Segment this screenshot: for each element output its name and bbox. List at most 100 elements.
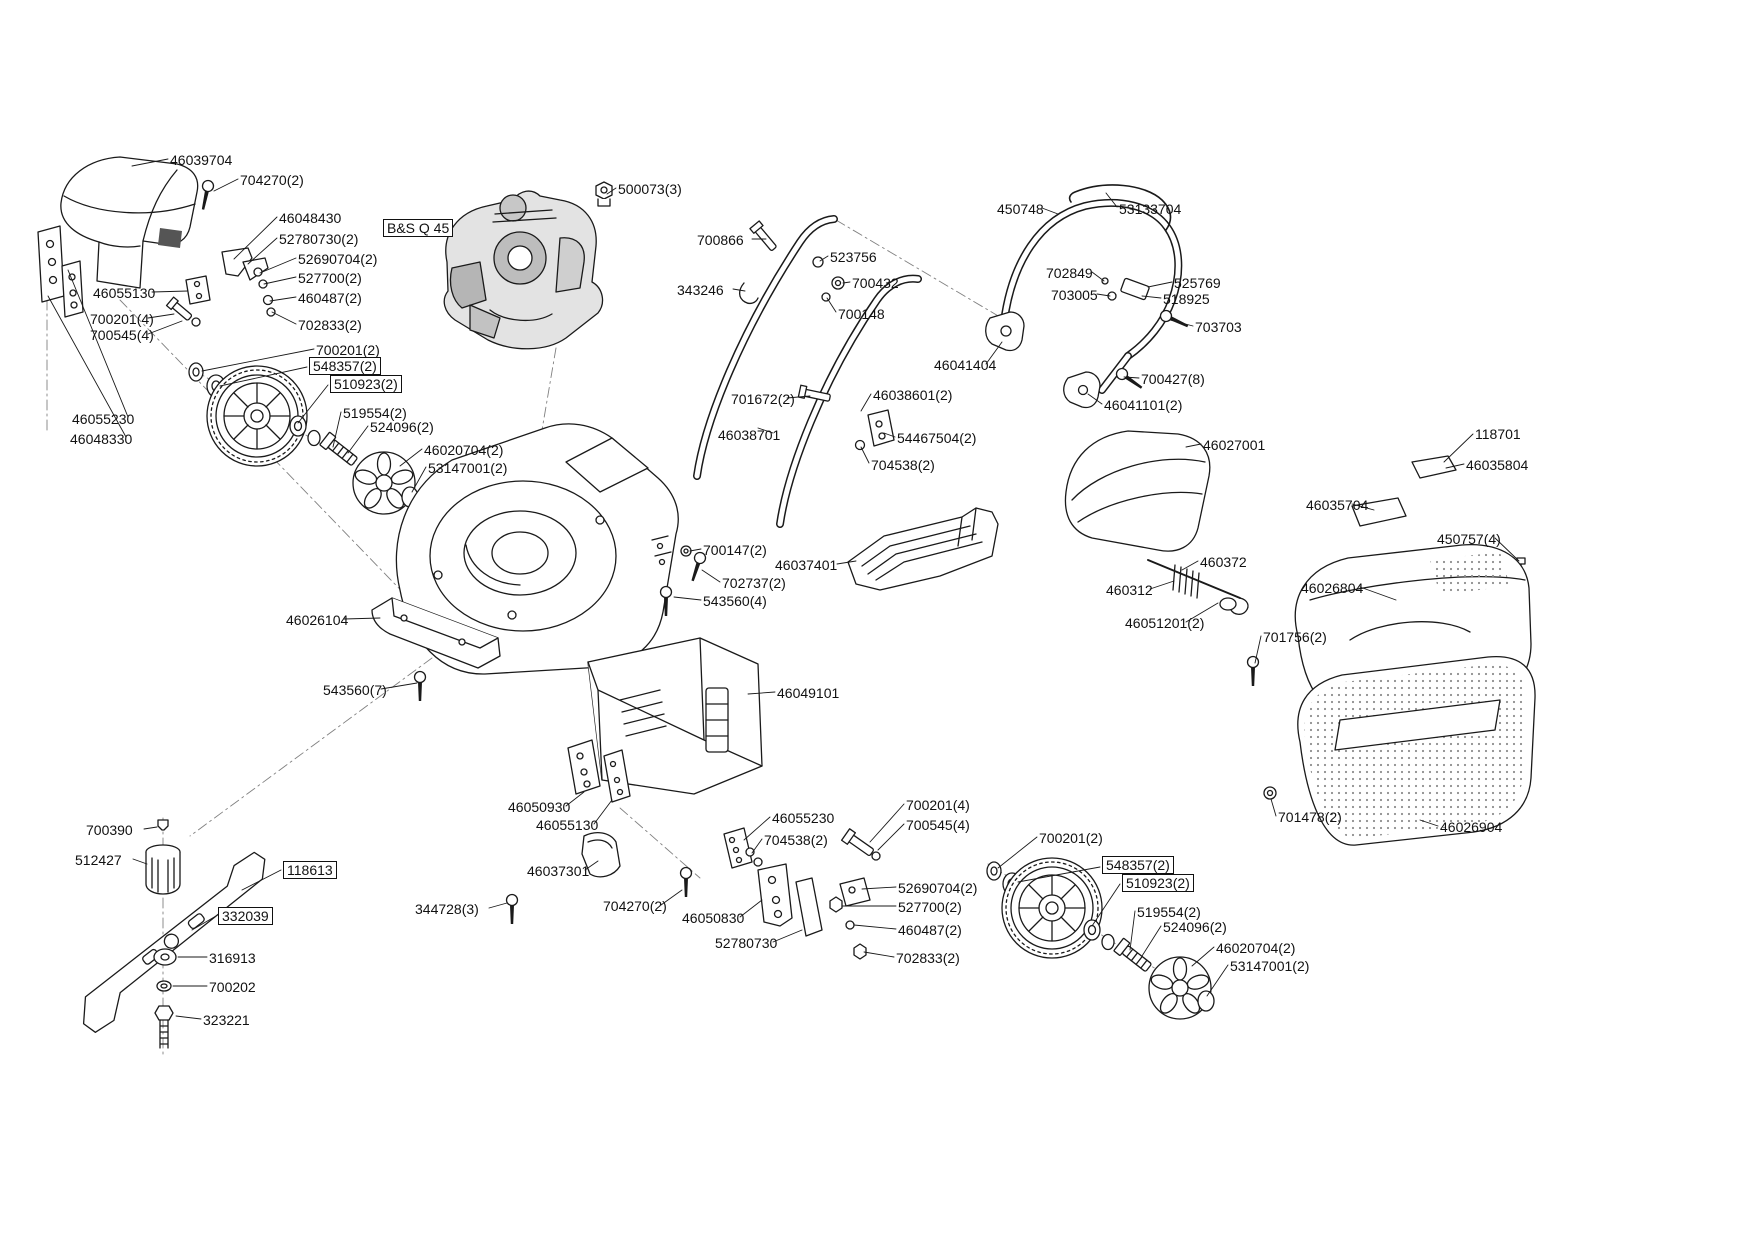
part-label: 700202 [209, 979, 256, 995]
part-rear-plates [567, 739, 631, 803]
part-label: 527700(2) [298, 270, 362, 286]
part-axle-bracket [371, 597, 501, 669]
part-label: 701756(2) [1263, 629, 1327, 645]
deck-screw [413, 670, 427, 702]
part-label: 523756 [830, 249, 877, 265]
engine-type-label: B&S Q 45 [383, 219, 454, 237]
part-label: 702849 [1046, 265, 1093, 281]
part-label: 518925 [1163, 291, 1210, 307]
part-label: 46026904 [1440, 819, 1503, 835]
part-label: 704538(2) [871, 457, 935, 473]
part-label: 46038601(2) [873, 387, 953, 403]
part-label: 700201(4) [90, 311, 154, 327]
part-catcher-lid [1064, 430, 1211, 552]
part-label: 46049101 [777, 685, 840, 701]
part-label: 700148 [838, 306, 885, 322]
part-label: 46038701 [718, 427, 781, 443]
part-grassbox-bottom [1297, 655, 1536, 846]
part-grassbox-fasteners [1246, 655, 1277, 800]
part-label: 704538(2) [764, 832, 828, 848]
part-label: 704270(2) [603, 898, 667, 914]
part-label: 53133704 [1119, 201, 1182, 217]
part-label: 460487(2) [298, 290, 362, 306]
part-label: 46027001 [1203, 437, 1266, 453]
part-label: 500073(3) [618, 181, 682, 197]
part-label: 543560(4) [703, 593, 767, 609]
part-label: 512427 [75, 852, 122, 868]
part-label: 460487(2) [898, 922, 962, 938]
part-label-boxed: 510923(2) [1122, 874, 1194, 892]
part-label: 702833(2) [298, 317, 362, 333]
part-label-boxed: 548357(2) [309, 357, 381, 375]
part-label: 450757(4) [1437, 531, 1501, 547]
part-label: 344728(3) [415, 901, 479, 917]
part-label: 46020704(2) [424, 442, 504, 458]
part-lid-rod [1147, 559, 1249, 615]
part-label: 460372 [1200, 554, 1247, 570]
part-label-boxed: 548357(2) [1102, 856, 1174, 874]
part-rear-flap [847, 507, 999, 591]
part-label: 700545(4) [906, 817, 970, 833]
part-label: 700390 [86, 822, 133, 838]
part-label: 700201(2) [316, 342, 380, 358]
part-label: 46050830 [682, 910, 745, 926]
part-label: 702737(2) [722, 575, 786, 591]
part-label: 46048330 [70, 431, 133, 447]
part-blade-plug [157, 819, 169, 831]
part-label-boxed: 332039 [218, 907, 273, 925]
part-handle-hardware [738, 220, 895, 451]
part-deck [395, 423, 679, 675]
part-label: 54467504(2) [897, 430, 977, 446]
part-label: 46037301 [527, 863, 590, 879]
part-label: 52780730(2) [279, 231, 359, 247]
part-engine [443, 190, 604, 350]
part-label: 703005 [1051, 287, 1098, 303]
part-label: 46041101(2) [1104, 397, 1183, 413]
part-label: 52690704(2) [298, 251, 378, 267]
part-hood [60, 156, 199, 289]
part-label: 460312 [1106, 582, 1153, 598]
part-label: 46041404 [934, 357, 997, 373]
part-label: 46026804 [1301, 580, 1364, 596]
part-bottom-brackets [505, 827, 881, 960]
part-label: 700432 [852, 275, 899, 291]
part-front-fasteners [165, 178, 276, 327]
part-label: 700201(4) [906, 797, 970, 813]
part-label: 524096(2) [1163, 919, 1227, 935]
part-label: 46037401 [775, 557, 838, 573]
part-label: 46039704 [170, 152, 233, 168]
part-label: 525769 [1174, 275, 1221, 291]
part-label: 519554(2) [343, 405, 407, 421]
part-handle-levers [985, 277, 1191, 409]
part-label: 323221 [203, 1012, 250, 1028]
part-label: 519554(2) [1137, 904, 1201, 920]
part-label: 704270(2) [240, 172, 304, 188]
part-label: 543560(7) [323, 682, 387, 698]
part-label: 700201(2) [1039, 830, 1103, 846]
part-label: 53147001(2) [428, 460, 508, 476]
part-left-brackets [37, 225, 84, 318]
part-deck-side-fasteners [659, 545, 708, 617]
part-label: 343246 [677, 282, 724, 298]
part-label: 703703 [1195, 319, 1242, 335]
part-label: 702833(2) [896, 950, 960, 966]
part-label: 450748 [997, 201, 1044, 217]
leader-lines [47, 158, 1520, 1020]
part-label: 316913 [209, 950, 256, 966]
part-blade-bolt [153, 948, 177, 1049]
part-label: 53147001(2) [1230, 958, 1310, 974]
part-lower-handle [693, 215, 922, 528]
part-blade-adapter [145, 844, 181, 895]
part-label: 46026104 [286, 612, 349, 628]
part-label: 701478(2) [1278, 809, 1342, 825]
part-label-boxed: 118613 [283, 861, 337, 879]
part-label: 700427(8) [1141, 371, 1205, 387]
part-label: 46055130 [93, 285, 156, 301]
part-rear-housing [587, 637, 763, 795]
part-label: 46048430 [279, 210, 342, 226]
part-label: 700866 [697, 232, 744, 248]
part-label: 46051201(2) [1125, 615, 1205, 631]
part-rear-wheel [986, 857, 1215, 1020]
